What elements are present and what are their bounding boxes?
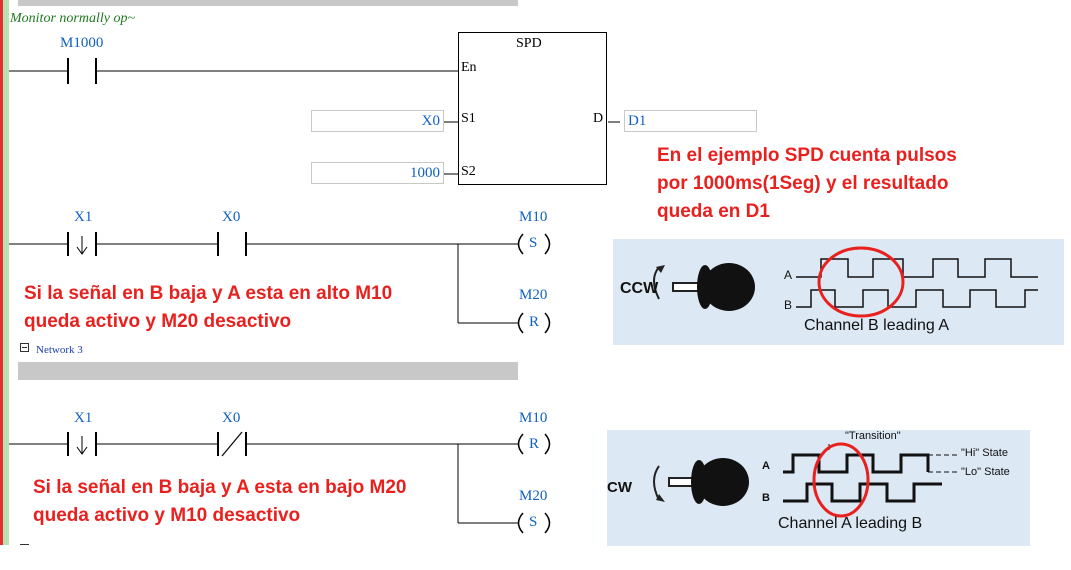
cw-channel-b-label: B bbox=[762, 492, 770, 504]
spd-note-line: por 1000ms(1Seg) y el resultado bbox=[657, 173, 949, 194]
s2-value: 1000 bbox=[410, 165, 440, 181]
rung-comment: Monitor normally op~ bbox=[10, 11, 136, 26]
ccw-caption: Channel B leading A bbox=[804, 317, 949, 334]
d-value: D1 bbox=[628, 113, 647, 129]
cw-hi-state-label: "Hi" State bbox=[961, 447, 1008, 459]
cw-channel-a-wave bbox=[783, 453, 930, 474]
next-network-toggle[interactable] bbox=[20, 544, 29, 549]
ccw-diagram-graphics bbox=[653, 246, 1038, 318]
coil-m20-reset[interactable] bbox=[517, 312, 551, 334]
spd-note-line: En el ejemplo SPD cuenta pulsos bbox=[657, 145, 957, 166]
block-title: SPD bbox=[516, 36, 542, 51]
coil-label-m10: M10 bbox=[519, 209, 548, 225]
n3-coil-label-m20: M20 bbox=[519, 488, 548, 504]
s1-operand-field[interactable]: X0 bbox=[311, 110, 444, 132]
ccw-channel-b-wave bbox=[796, 289, 1038, 308]
note-a-high: Si la señal en B baja y A esta en alto M… bbox=[24, 280, 392, 336]
cw-lo-state-label: "Lo" State bbox=[961, 466, 1010, 478]
n3-contact-x1-falling-edge[interactable] bbox=[67, 432, 97, 456]
ccw-channel-a-wave bbox=[796, 258, 1038, 278]
n3-coil-m20-set[interactable] bbox=[517, 512, 551, 534]
network-header-bar bbox=[18, 0, 518, 6]
n3-coil-label-m10: M10 bbox=[519, 410, 548, 426]
cw-channel-a-label: A bbox=[762, 460, 770, 472]
rung1-wiring bbox=[9, 58, 620, 175]
note-a-high-line: queda activo y M20 desactivo bbox=[24, 311, 292, 332]
ccw-label: CCW bbox=[620, 280, 659, 297]
n3-contact-x0-normally-closed[interactable] bbox=[217, 431, 247, 457]
ccw-channel-a-label: A bbox=[784, 268, 793, 282]
n3-coil-m10-reset[interactable] bbox=[517, 433, 551, 455]
contact-x0-normally-open[interactable] bbox=[217, 232, 247, 256]
n3-contact-label-x1: X1 bbox=[74, 410, 93, 426]
network3-label: Network 3 bbox=[36, 344, 83, 356]
pin-en: En bbox=[461, 60, 477, 75]
contact-label-m1000: M1000 bbox=[60, 35, 104, 51]
note-a-low-line: Si la señal en B baja y A esta en bajo M… bbox=[33, 477, 407, 498]
spd-note-line: queda en D1 bbox=[657, 201, 770, 222]
n3-coil-op-m20: S bbox=[529, 514, 538, 530]
pin-d: D bbox=[593, 111, 604, 126]
ccw-highlight-circle bbox=[817, 246, 905, 318]
cw-caption: Channel A leading B bbox=[778, 515, 923, 532]
spd-function-block[interactable] bbox=[458, 32, 607, 185]
note-a-low: Si la señal en B baja y A esta en bajo M… bbox=[33, 474, 406, 530]
cw-highlight-circle bbox=[812, 442, 870, 518]
coil-label-m20: M20 bbox=[519, 287, 548, 303]
note-a-low-line: queda activo y M10 desactivo bbox=[33, 505, 301, 526]
s2-operand-field[interactable]: 1000 bbox=[311, 162, 444, 184]
coil-m10-set[interactable] bbox=[517, 233, 551, 255]
coil-op-m20: R bbox=[529, 314, 540, 330]
motor-icon bbox=[653, 458, 749, 506]
pin-s1: S1 bbox=[461, 111, 476, 126]
note-a-high-line: Si la señal en B baja y A esta en alto M… bbox=[24, 283, 393, 304]
contact-label-x0: X0 bbox=[222, 209, 241, 225]
pin-s2: S2 bbox=[461, 164, 476, 179]
rung-marker-strip bbox=[3, 0, 9, 545]
cw-transition-label: "Transition" bbox=[845, 430, 901, 442]
network3-wiring bbox=[9, 431, 551, 534]
rung2-wiring bbox=[9, 232, 551, 334]
ccw-channel-b-label: B bbox=[784, 298, 793, 312]
contact-label-x1: X1 bbox=[74, 209, 93, 225]
n3-contact-label-x0: X0 bbox=[222, 410, 241, 426]
cw-diagram-graphics bbox=[653, 442, 957, 518]
contact-x1-falling-edge[interactable] bbox=[67, 232, 97, 256]
network3-header-bar bbox=[18, 362, 518, 380]
cw-channel-b-wave bbox=[783, 482, 942, 503]
cw-label: CW bbox=[607, 479, 632, 496]
cw-encoder-diagram bbox=[607, 430, 1030, 546]
power-rail-left bbox=[0, 0, 3, 545]
network3-toggle[interactable] bbox=[20, 343, 29, 352]
coil-op-m10: S bbox=[529, 235, 538, 251]
motor-icon bbox=[653, 263, 755, 311]
s1-value: X0 bbox=[421, 113, 440, 129]
n3-coil-op-m10: R bbox=[529, 436, 540, 452]
spd-note: En el ejemplo SPD cuenta pulsos por 1000… bbox=[657, 142, 957, 226]
d-operand-field[interactable]: D1 bbox=[624, 110, 757, 132]
